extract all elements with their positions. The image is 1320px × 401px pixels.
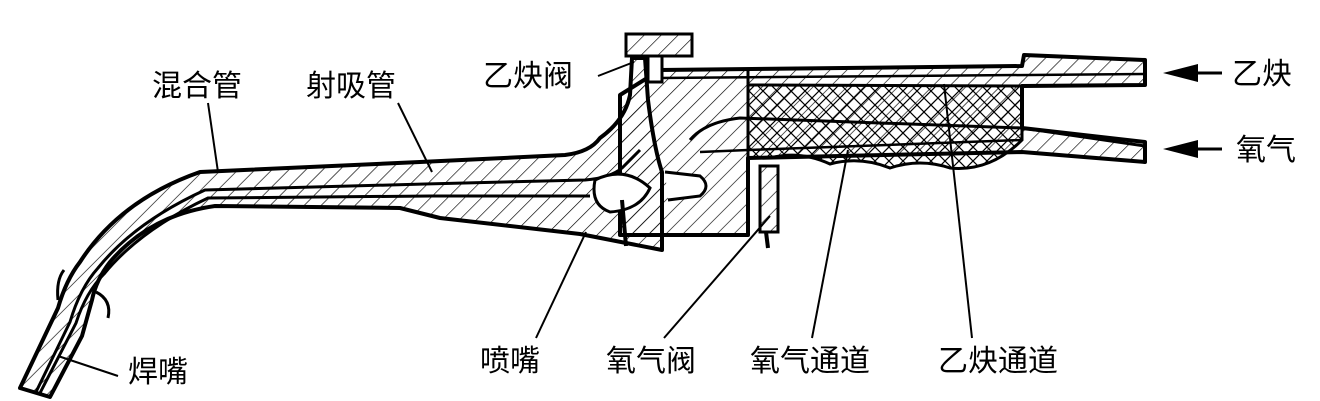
leader-mixing-tube — [207, 102, 219, 173]
leader-injector-tube — [397, 102, 433, 173]
leader-tip — [57, 355, 119, 377]
label-tip: 焊嘴 — [128, 355, 188, 390]
label-oxygen-valve: 氧气阀 — [606, 344, 696, 379]
label-injector-tube: 射吸管 — [306, 69, 396, 104]
acetylene-inlet-arrow — [1163, 64, 1222, 82]
label-acetylene-inlet: 乙炔 — [1232, 57, 1292, 92]
leader-oxygen-channel — [811, 149, 849, 339]
leader-acetylene-valve — [597, 61, 635, 77]
label-oxygen-channel: 氧气通道 — [750, 344, 870, 379]
oxygen-inlet-arrow — [1163, 140, 1222, 158]
valve-body — [592, 53, 1147, 247]
label-acetylene-valve: 乙炔阀 — [483, 59, 573, 94]
label-oxygen-inlet: 氧气 — [1236, 133, 1296, 168]
acetylene-valve-knob — [624, 32, 694, 84]
label-nozzle: 喷嘴 — [480, 344, 540, 379]
label-mixing-tube: 混合管 — [152, 69, 242, 104]
label-acetylene-channel: 乙炔通道 — [938, 344, 1058, 379]
mixing-tube — [18, 56, 664, 399]
leader-lines — [57, 61, 973, 377]
leader-acetylene-channel — [943, 83, 973, 339]
leader-oxygen-valve — [663, 215, 771, 339]
oxygen-valve-knob — [758, 164, 780, 249]
leader-nozzle — [535, 231, 587, 339]
